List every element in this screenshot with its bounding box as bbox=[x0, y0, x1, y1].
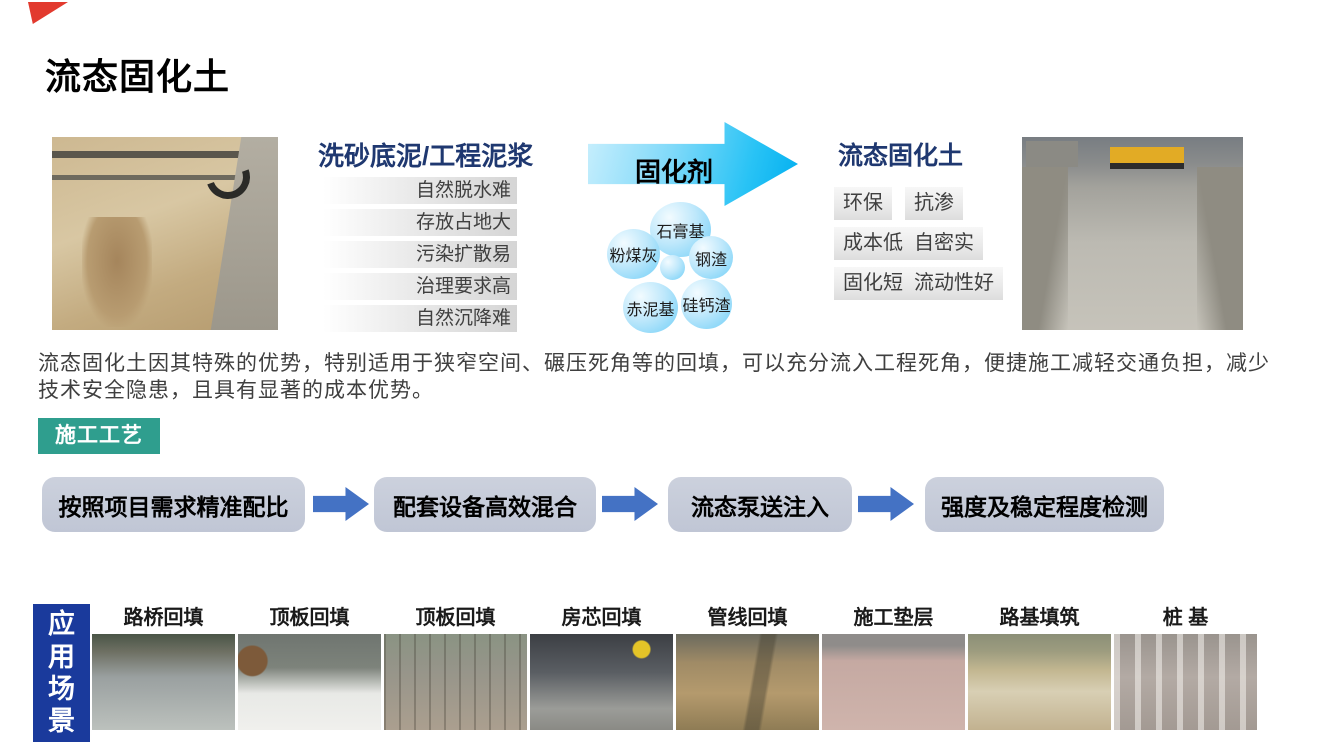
scene-photo bbox=[92, 634, 235, 730]
bubble-center-dot bbox=[660, 255, 685, 280]
process-step-2: 配套设备高效混合 bbox=[374, 477, 596, 532]
description-paragraph: 流态固化土因其特殊的优势，特别适用于狭窄空间、碾压死角等的回填，可以充分流入工程… bbox=[38, 352, 1270, 402]
process-step-4: 强度及稳定程度检测 bbox=[925, 477, 1164, 532]
curing-agent-label: 固化剂 bbox=[635, 157, 714, 187]
photo-trench-yellow-container bbox=[1110, 147, 1184, 169]
bubble-steel-slag: 钢渣 bbox=[689, 236, 733, 279]
scene-road-bridge-backfill: 路桥回填 bbox=[92, 606, 235, 730]
result-item: 流动性好 bbox=[905, 267, 1003, 300]
scene-roadbed-filling: 路基填筑 bbox=[968, 606, 1111, 730]
scene-photo bbox=[822, 634, 965, 730]
scene-label: 顶板回填 bbox=[415, 607, 496, 629]
scene-pile-foundation: 桩 基 bbox=[1114, 606, 1257, 730]
source-list-item: 治理要求高 bbox=[323, 273, 517, 300]
applications-label: 应用场景 bbox=[48, 609, 75, 737]
application-scenes: 路桥回填 顶板回填 顶板回填 房芯回填 管线回填 施工垫层 路基填筑 桩 基 bbox=[92, 606, 1257, 730]
photo-trench-truck bbox=[1026, 141, 1078, 167]
photo-slurry-beam bbox=[52, 151, 278, 158]
photo-slurry-pond bbox=[52, 137, 278, 330]
source-list: 自然脱水难 存放占地大 污染扩散易 治理要求高 自然沉降难 bbox=[323, 177, 517, 337]
result-item: 抗渗 bbox=[905, 187, 963, 220]
scene-roof-slab-backfill-2: 顶板回填 bbox=[384, 606, 527, 730]
bubble-red-mud-based: 赤泥基 bbox=[623, 282, 678, 333]
right-arrow-icon bbox=[313, 487, 369, 521]
photo-trench-fill bbox=[1022, 137, 1243, 330]
scene-label: 路基填筑 bbox=[999, 607, 1080, 629]
source-list-item: 存放占地大 bbox=[323, 209, 517, 236]
page-title: 流态固化土 bbox=[45, 56, 231, 97]
result-item: 成本低 bbox=[834, 227, 912, 260]
source-heading: 洗砂底泥/工程泥浆 bbox=[318, 141, 534, 171]
source-list-item: 污染扩散易 bbox=[323, 241, 517, 268]
result-item: 固化短 bbox=[834, 267, 912, 300]
source-list-item: 自然脱水难 bbox=[323, 177, 517, 204]
scene-label: 路桥回填 bbox=[123, 607, 204, 629]
result-grid: 环保 抗渗 成本低 自密实 固化短 流动性好 bbox=[834, 187, 1003, 300]
scene-roof-slab-backfill-1: 顶板回填 bbox=[238, 606, 381, 730]
corner-accent bbox=[28, 2, 68, 24]
scene-label: 施工垫层 bbox=[853, 607, 934, 629]
right-arrow-icon bbox=[602, 487, 658, 521]
scene-photo bbox=[530, 634, 673, 730]
scene-photo bbox=[384, 634, 527, 730]
process-badge: 施工工艺 bbox=[38, 418, 160, 454]
scene-construction-cushion: 施工垫层 bbox=[822, 606, 965, 730]
scene-label: 桩 基 bbox=[1162, 607, 1209, 629]
scene-photo bbox=[676, 634, 819, 730]
source-list-item: 自然沉降难 bbox=[323, 305, 517, 332]
photo-slurry-beam2 bbox=[52, 175, 278, 180]
result-item: 环保 bbox=[834, 187, 892, 220]
scene-label: 管线回填 bbox=[707, 607, 788, 629]
scene-label: 房芯回填 bbox=[561, 607, 642, 629]
bubble-fly-ash: 粉煤灰 bbox=[607, 229, 660, 279]
photo-slurry-mud bbox=[82, 217, 152, 327]
bubble-silicon-calcium-slag: 硅钙渣 bbox=[681, 279, 732, 329]
scene-photo bbox=[968, 634, 1111, 730]
process-step-3: 流态泵送注入 bbox=[668, 477, 852, 532]
applications-label-box: 应用场景 bbox=[33, 604, 90, 742]
photo-trench-left-edge bbox=[1022, 167, 1068, 330]
scene-photo bbox=[1114, 634, 1257, 730]
photo-trench-right-edge bbox=[1197, 167, 1243, 330]
scene-room-core-backfill: 房芯回填 bbox=[530, 606, 673, 730]
result-heading: 流态固化土 bbox=[838, 142, 964, 170]
process-step-1: 按照项目需求精准配比 bbox=[42, 477, 305, 532]
scene-photo bbox=[238, 634, 381, 730]
right-arrow-icon bbox=[858, 487, 914, 521]
result-item: 自密实 bbox=[905, 227, 983, 260]
scene-pipeline-backfill: 管线回填 bbox=[676, 606, 819, 730]
scene-label: 顶板回填 bbox=[269, 607, 350, 629]
